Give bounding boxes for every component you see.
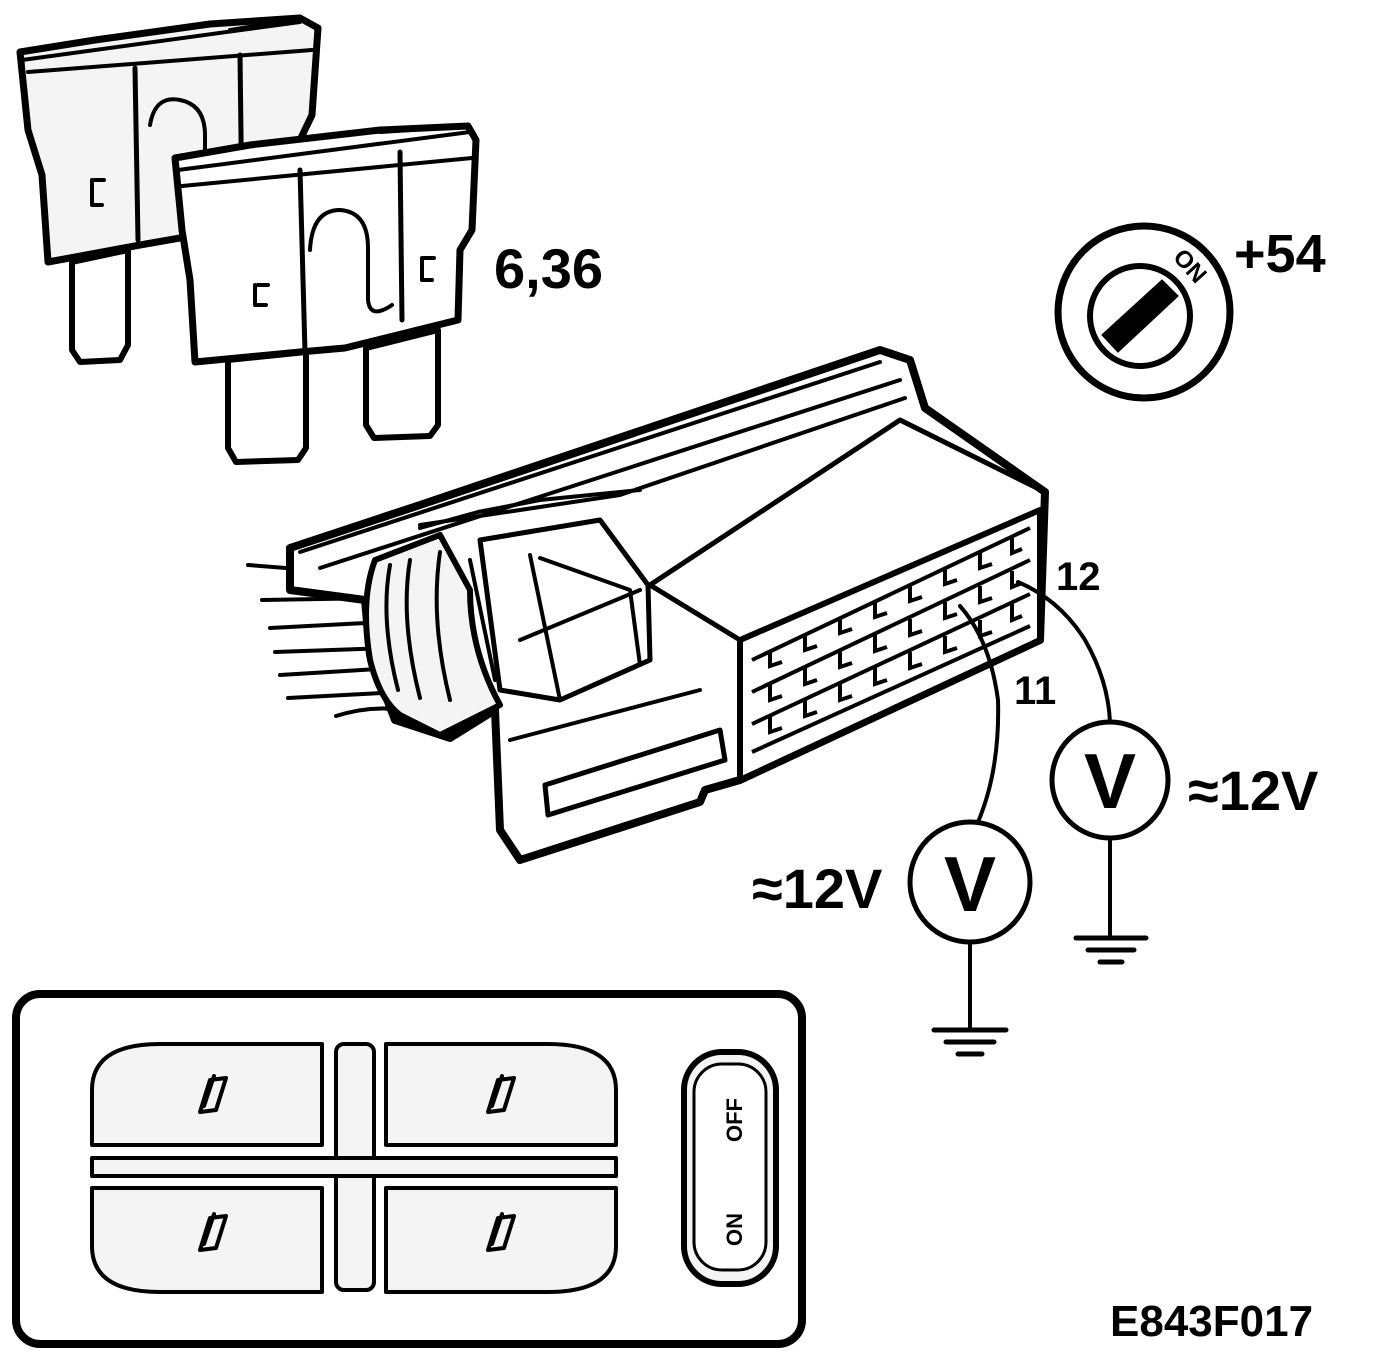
voltage-left-label: ≈12V xyxy=(752,857,882,920)
pin-11-label: 11 xyxy=(1014,669,1056,713)
ignition-key-icon: ON xyxy=(1054,222,1234,402)
window-button-front-left xyxy=(90,1042,324,1147)
voltmeter-right-symbol: V xyxy=(1084,737,1136,825)
multi-pin-connector xyxy=(246,346,1049,864)
ground-right-icon xyxy=(1073,935,1149,965)
window-button-front-right xyxy=(384,1042,618,1147)
window-switch-panel: OFF ON xyxy=(12,990,806,1348)
figure-code: E843F017 xyxy=(1110,1297,1313,1346)
fuse-front xyxy=(171,122,480,465)
ignition-terminal-label: +54 xyxy=(1234,224,1326,284)
fuse-number-label: 6,36 xyxy=(494,237,603,300)
pin-12-label: 12 xyxy=(1056,555,1101,599)
rocker-off-label: OFF xyxy=(722,1098,747,1142)
voltmeter-left-symbol: V xyxy=(944,840,996,928)
voltage-right-label: ≈12V xyxy=(1188,759,1318,822)
child-lock-rocker-switch: OFF ON xyxy=(681,1049,779,1287)
voltmeter-left-icon: V xyxy=(907,819,1033,1032)
window-button-rear-right xyxy=(384,1186,618,1294)
probe-lead-pin-12 xyxy=(1016,580,1112,724)
rocker-on-label: ON xyxy=(722,1213,747,1246)
ground-left-icon xyxy=(931,1027,1009,1057)
voltmeter-right-icon: V xyxy=(1049,719,1171,940)
probe-lead-pin-11 xyxy=(958,604,1001,824)
window-button-rear-left xyxy=(90,1186,324,1294)
